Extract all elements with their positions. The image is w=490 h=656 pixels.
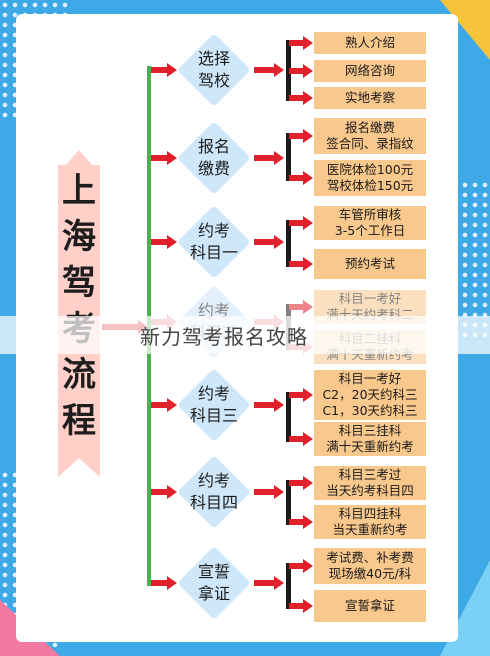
step-diamond: 约考 科目一 — [177, 205, 251, 279]
bracket-line — [286, 220, 291, 267]
title-char: 上 — [62, 171, 96, 211]
box-arrow — [289, 36, 313, 50]
box-arrow — [289, 515, 313, 529]
bracket-line — [286, 480, 291, 525]
box-arrow — [289, 476, 313, 490]
title-char: 海 — [62, 217, 96, 257]
info-box: 网络咨询 — [314, 60, 426, 82]
step-diamond: 约考 科目三 — [177, 368, 251, 442]
step-arrow — [254, 235, 284, 249]
spine-arrow — [151, 485, 177, 499]
info-box: 科目三挂科 满十天重新约考 — [314, 422, 426, 456]
info-box: 宣誓拿证 — [314, 590, 426, 622]
step-label: 宣誓 拿证 — [197, 562, 230, 603]
watermark-text: 新力驾考报名攻略 — [140, 325, 308, 349]
vertical-title: 上 海 驾 考 流 程 — [60, 168, 98, 444]
box-arrow — [289, 300, 313, 314]
step-arrow — [254, 63, 284, 77]
step-label: 约考 科目一 — [189, 221, 238, 262]
info-box: 科目三考过 当天约考科目四 — [314, 466, 426, 500]
info-box: 预约考试 — [314, 249, 426, 279]
info-box: 考试费、补考费 现场缴40元/科 — [314, 548, 426, 584]
info-box: 报名缴费 签合同、录指纹 — [314, 118, 426, 154]
info-box: 医院体检100元 驾校体检150元 — [314, 160, 426, 196]
step-arrow — [254, 398, 284, 412]
step-diamond: 报名 缴费 — [177, 121, 251, 195]
step-label: 约考 科目三 — [189, 384, 238, 425]
info-box: 实地考察 — [314, 87, 426, 109]
watermark-banner: 新力驾考报名攻略 — [0, 316, 490, 354]
box-arrow — [289, 129, 313, 143]
box-arrow — [289, 559, 313, 573]
title-char: 程 — [62, 401, 96, 441]
info-box: 熟人介绍 — [314, 32, 426, 54]
step-diamond: 宣誓 拿证 — [177, 546, 251, 620]
info-box: 科目一考好 C2，20天约科三 C1，30天约科三 — [314, 370, 426, 420]
bracket-line — [286, 392, 291, 442]
step-label: 报名 缴费 — [197, 137, 230, 178]
title-char: 流 — [62, 355, 96, 395]
spine-arrow — [151, 235, 177, 249]
bracket-line — [286, 563, 291, 609]
step-arrow — [254, 151, 284, 165]
step-arrow — [254, 485, 284, 499]
box-arrow — [289, 64, 313, 78]
spine-arrow — [151, 398, 177, 412]
box-arrow — [289, 432, 313, 446]
spine-arrow — [151, 63, 177, 77]
box-arrow — [289, 599, 313, 613]
box-arrow — [289, 257, 313, 271]
spine-arrow — [151, 576, 177, 590]
step-arrow — [254, 576, 284, 590]
info-box: 科目四挂科 当天重新约考 — [314, 505, 426, 539]
box-arrow — [289, 171, 313, 185]
box-arrow — [289, 216, 313, 230]
info-box: 车管所审核 3-5个工作日 — [314, 206, 426, 240]
box-arrow — [289, 388, 313, 402]
step-label: 选择 驾校 — [197, 49, 230, 90]
bracket-line — [286, 40, 291, 101]
box-arrow — [289, 91, 313, 105]
bracket-line — [286, 133, 291, 181]
step-label: 约考 科目四 — [189, 471, 238, 512]
step-diamond: 选择 驾校 — [177, 33, 251, 107]
step-diamond: 约考 科目四 — [177, 455, 251, 529]
spine-arrow — [151, 151, 177, 165]
title-char: 驾 — [62, 263, 96, 303]
